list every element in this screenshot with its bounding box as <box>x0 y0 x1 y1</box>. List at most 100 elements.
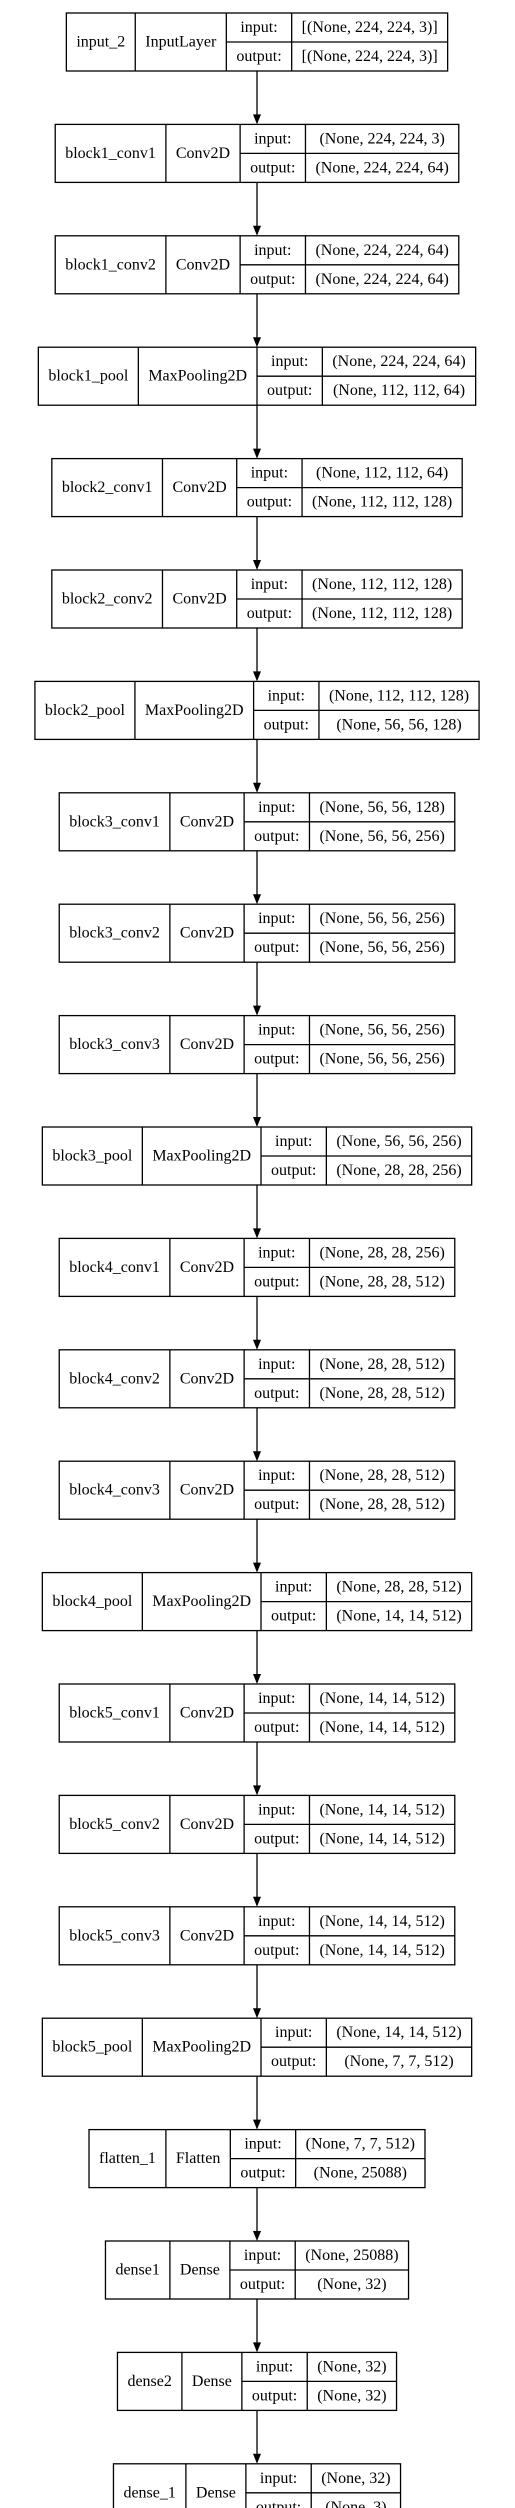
layer-type: Conv2D <box>176 145 230 162</box>
input-label: input: <box>268 687 305 704</box>
output-label: output: <box>254 1051 299 1068</box>
output-label: output: <box>240 2276 285 2293</box>
edge-arrow <box>253 1185 261 1239</box>
edge-arrow <box>253 1407 261 1462</box>
output-label: output: <box>236 48 281 65</box>
edge-arrow <box>253 1630 261 1684</box>
layer-node: block2_conv1 Conv2D input: output: (None, 11… <box>51 457 463 518</box>
input-shape: (None, 25088) <box>305 2247 398 2264</box>
output-label: output: <box>250 159 295 176</box>
input-shape: (None, 28, 28, 512) <box>319 1356 444 1373</box>
output-label: output: <box>252 2387 297 2404</box>
layer-type: Flatten <box>176 2150 220 2167</box>
edge-arrow <box>253 405 261 459</box>
layer-type: MaxPooling2D <box>152 1593 251 1610</box>
input-label: input: <box>258 1356 295 1373</box>
layer-type: Conv2D <box>180 1705 234 1722</box>
input-shape: (None, 32) <box>317 2358 386 2375</box>
input-label: input: <box>254 130 291 147</box>
layer-type: Conv2D <box>180 1816 234 1833</box>
output-shape: (None, 32) <box>317 2387 386 2404</box>
layer-name: block1_pool <box>48 368 129 385</box>
layer-type: Conv2D <box>180 1370 234 1387</box>
input-shape: (None, 56, 56, 128) <box>319 799 444 816</box>
output-label: output: <box>256 2499 301 2508</box>
output-label: output: <box>264 716 309 733</box>
layer-name: block5_conv3 <box>69 1927 160 1944</box>
input-shape: (None, 14, 14, 512) <box>319 1801 444 1818</box>
layer-type: Conv2D <box>180 1927 234 1944</box>
layer-name: block3_conv2 <box>69 925 160 942</box>
output-shape: (None, 56, 56, 256) <box>319 828 444 845</box>
edge-arrow <box>253 1519 261 1573</box>
output-shape: (None, 224, 224, 64) <box>315 159 448 176</box>
edge-arrow <box>253 71 261 125</box>
edge-arrow <box>253 2076 261 2130</box>
output-shape: (None, 56, 56, 256) <box>319 1051 444 1068</box>
input-shape: (None, 224, 224, 3) <box>319 130 444 147</box>
output-label: output: <box>254 1385 299 1402</box>
layer-node: block1_conv1 Conv2D input: output: (None, 22… <box>54 123 460 184</box>
layer-box <box>58 1349 456 1409</box>
layer-name: block3_conv3 <box>69 1036 160 1053</box>
edge-arrow <box>253 1296 261 1350</box>
layer-name: block3_conv1 <box>69 813 160 830</box>
layer-box <box>112 2463 402 2508</box>
output-label: output: <box>254 828 299 845</box>
output-label: output: <box>254 1719 299 1736</box>
edges <box>253 71 261 2464</box>
output-label: output: <box>250 271 295 288</box>
input-shape: (None, 112, 112, 128) <box>329 687 469 704</box>
input-shape: (None, 56, 56, 256) <box>336 1133 461 1150</box>
layer-type: Conv2D <box>176 256 230 273</box>
input-label: input: <box>251 465 288 482</box>
edge-arrow <box>253 739 261 793</box>
layer-name: block4_pool <box>52 1593 133 1610</box>
input-label: input: <box>251 576 288 593</box>
layer-name: block1_conv1 <box>65 145 156 162</box>
input-label: input: <box>258 1690 295 1707</box>
output-shape: (None, 25088) <box>314 2165 407 2182</box>
output-label: output: <box>247 494 292 511</box>
input-label: input: <box>258 799 295 816</box>
layer-name: block1_conv2 <box>65 256 156 273</box>
output-shape: (None, 112, 112, 64) <box>333 382 465 399</box>
layer-name: block4_conv3 <box>69 1482 160 1499</box>
layer-type: Conv2D <box>180 813 234 830</box>
layer-name: block2_pool <box>45 702 126 719</box>
output-shape: (None, 112, 112, 128) <box>312 605 452 622</box>
input-shape: (None, 14, 14, 512) <box>319 1913 444 1930</box>
input-label: input: <box>258 910 295 927</box>
output-shape: (None, 112, 112, 128) <box>312 494 452 511</box>
edge-arrow <box>253 1073 261 1127</box>
layer-node: block3_conv1 Conv2D input: output: (None, 56… <box>58 792 456 852</box>
output-label: output: <box>247 605 292 622</box>
input-label: input: <box>258 1022 295 1039</box>
layer-type: Conv2D <box>172 479 226 496</box>
output-shape: (None, 56, 56, 128) <box>336 716 461 733</box>
output-label: output: <box>254 1942 299 1959</box>
edge-arrow <box>253 1853 261 1907</box>
layer-name: flatten_1 <box>99 2150 156 2167</box>
edge-arrow <box>253 182 261 236</box>
layer-name: block5_conv2 <box>69 1816 160 1833</box>
layer-name: block2_conv1 <box>62 479 153 496</box>
input-shape: (None, 14, 14, 512) <box>319 1690 444 1707</box>
layer-name: block5_pool <box>52 2039 133 2056</box>
input-label: input: <box>240 19 277 36</box>
edge-arrow <box>253 850 261 905</box>
output-shape: (None, 14, 14, 512) <box>336 1608 461 1625</box>
input-shape: (None, 56, 56, 256) <box>319 1022 444 1039</box>
output-shape: (None, 14, 14, 512) <box>319 1942 444 1959</box>
